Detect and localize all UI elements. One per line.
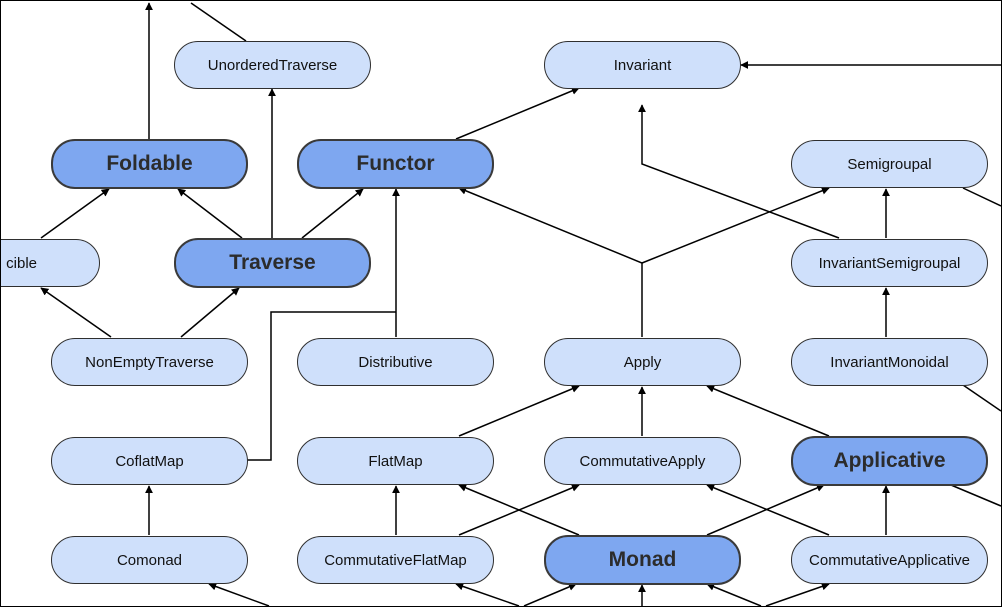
node-monad: Monad — [544, 535, 741, 585]
node-foldable: Foldable — [51, 139, 248, 189]
node-invariantmonoidal: InvariantMonoidal — [791, 338, 988, 386]
node-invariantsemigroupal: InvariantSemigroupal — [791, 239, 988, 287]
edge-bottom-to-commutativeapplicative — [765, 582, 830, 606]
node-coflatmap: CoflatMap — [51, 437, 248, 485]
edge-offscreen-to-applicative — [950, 484, 1001, 507]
edge-coflatmap-to-functor — [247, 311, 396, 461]
edge-commutativeflatmap-to-commutativeapply — [458, 484, 580, 536]
node-flatmap: FlatMap — [297, 437, 494, 485]
node-apply: Apply — [544, 338, 741, 386]
edge-traverse-to-functor — [301, 188, 364, 239]
node-unorderedtraverse: UnorderedTraverse — [174, 41, 371, 89]
edge-unorderedtraverse-to-offscreen — [190, 2, 247, 42]
node-commutativeapplicative: CommutativeApplicative — [791, 536, 988, 584]
node-functor: Functor — [297, 139, 494, 189]
node-invariant: Invariant — [544, 41, 741, 89]
node-traverse: Traverse — [174, 238, 371, 288]
edge-apply-to-semigroupal — [641, 186, 830, 264]
edge-commutativeapplicative-to-commutativeapply — [706, 484, 830, 536]
node-nonemptytraverse: NonEmptyTraverse — [51, 338, 248, 386]
edge-bottom-to-comonad — [208, 582, 270, 606]
node-distributive: Distributive — [297, 338, 494, 386]
edge-nonemptytraverse-to-traverse — [180, 287, 240, 338]
edge-reducible-to-foldable — [40, 188, 110, 239]
edge-applicative-to-apply — [706, 385, 830, 437]
edge-bottom-to-commutativeflatmap — [455, 582, 520, 606]
edge-nonemptytraverse-to-reducible — [40, 287, 112, 338]
edge-apply-to-functor — [458, 187, 643, 337]
edge-offscreen-to-invariantmonoidal — [962, 384, 1001, 412]
node-reducible: cible — [1, 239, 100, 287]
node-comonad: Comonad — [51, 536, 248, 584]
edge-traverse-to-foldable — [177, 188, 243, 239]
edge-invariantsemigroupal-to-invariant — [638, 104, 840, 239]
edge-functor-to-invariant — [455, 87, 580, 140]
edge-bottom-to-monad-right — [706, 583, 762, 606]
node-semigroupal: Semigroupal — [791, 140, 988, 188]
node-applicative: Applicative — [791, 436, 988, 486]
edge-flatmap-to-apply — [458, 385, 580, 437]
edge-bottom-to-monad-left — [523, 583, 577, 606]
node-commutativeflatmap: CommutativeFlatMap — [297, 536, 494, 584]
edge-offscreen-to-semigroupal — [962, 187, 1001, 207]
edge-monad-to-applicative — [706, 484, 825, 536]
node-commutativeapply: CommutativeApply — [544, 437, 741, 485]
